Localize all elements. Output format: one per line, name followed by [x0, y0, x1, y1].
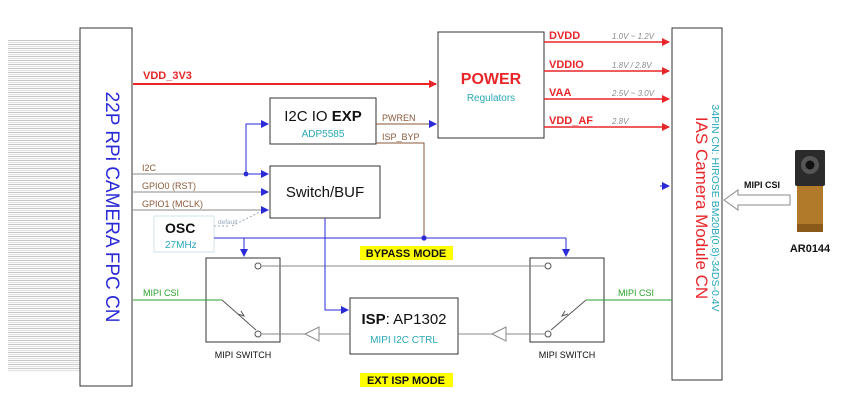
switch-to-isp-line — [324, 218, 349, 314]
io-expander-title: I2C IO EXP — [284, 108, 362, 125]
bypass-junction — [421, 235, 427, 241]
mipi-csi-left-label: MIPI CSI — [143, 288, 179, 298]
rail-name-vaa: VAA — [549, 87, 571, 99]
sensor-lens — [805, 160, 815, 170]
right-switch-to-isp-arrow — [490, 326, 507, 342]
gpio0-label: GPIO0 (RST) — [142, 181, 196, 191]
mipi-right-isp-contact — [544, 330, 552, 338]
ias-connector-title: IAS Camera Module CN — [692, 117, 711, 299]
osc-select-switch — [231, 211, 261, 227]
isp-subtitle: MIPI I2C CTRL — [370, 335, 438, 346]
gpio1-label: GPIO1 (MCLK) — [142, 199, 203, 209]
mipi-switch-left-label: MIPI SWITCH — [215, 350, 272, 360]
ext-isp-mode-label: EXT ISP MODE — [367, 375, 445, 387]
osc-default-tag: default — [218, 219, 238, 226]
rail-name-dvdd: DVDD — [549, 30, 580, 42]
bypass-mode-highlight — [360, 246, 453, 260]
isp-block — [349, 297, 459, 355]
isp-title-b: : AP1302 — [386, 311, 447, 328]
mipi-left-bypass-contact — [254, 262, 262, 270]
i2c-junction — [243, 171, 249, 177]
mipi-switch-right-label: MIPI SWITCH — [539, 350, 596, 360]
bypass-mode-label: BYPASS MODE — [366, 248, 446, 260]
mipi-csi-right-label: MIPI CSI — [618, 288, 654, 298]
io-expander-title-b: EXP — [332, 108, 362, 125]
rpi-connector — [79, 27, 133, 387]
isp-title-a: ISP — [361, 311, 385, 328]
mipi-right-bypass-contact — [544, 262, 552, 270]
power-subtitle: Regulators — [467, 93, 515, 104]
sensor-module — [795, 150, 825, 232]
mipi-right-blade-arrow — [560, 310, 569, 317]
mipi-left-isp-contact — [254, 330, 262, 338]
rail-name-vddio: VDDIO — [549, 59, 584, 71]
rail-range-dvdd: 1.0V ~ 1.2V — [612, 32, 655, 41]
rail-range-vdd-af: 2.8V — [611, 117, 629, 126]
fpc-ribbon — [8, 40, 80, 372]
i2c-to-ioexp-line — [245, 120, 269, 174]
io-expander-block — [269, 97, 377, 145]
mipi-left-blade-arrow — [237, 310, 246, 317]
isp-byp-line — [376, 142, 425, 238]
vdd-3v3-label: VDD_3V3 — [143, 70, 192, 82]
pwren-label: PWREN — [382, 113, 416, 123]
isp-to-left-arrow — [303, 326, 320, 342]
isp-title: ISP: AP1302 — [361, 311, 446, 328]
isp-byp-label: ISP_BYP — [382, 132, 420, 142]
i2c-label: I2C — [142, 163, 157, 173]
sensor-label: AR0144 — [790, 243, 831, 255]
ias-connector-subtitle: 34PIN CN: HIROSE BM20B(0.8)-34DS-0.4V — [709, 104, 721, 311]
rail-range-vddio: 1.8V / 2.8V — [612, 61, 652, 70]
sensor-mipi-arrow — [723, 189, 791, 211]
ext-isp-mode-highlight — [360, 373, 453, 387]
switch-buf-block — [269, 165, 381, 219]
ias-connector — [671, 27, 723, 381]
power-rails: DVDD 1.0V ~ 1.2V VDDIO 1.8V / 2.8V VAA 2… — [544, 30, 670, 131]
mipi-right-blade — [550, 299, 587, 331]
switch-buf-title: Switch/BUF — [286, 184, 364, 201]
io-expander-subtitle: ADP5585 — [302, 129, 345, 140]
io-expander-title-a: I2C IO — [284, 108, 332, 125]
sensor-flex-tail — [797, 224, 823, 232]
osc-title: OSC — [165, 220, 195, 236]
rail-range-vaa: 2.5V ~ 3.0V — [611, 89, 655, 98]
osc-subtitle: 27MHz — [165, 240, 197, 251]
osc-block — [153, 215, 215, 253]
mipi-left-blade — [221, 299, 257, 331]
power-block — [437, 31, 545, 139]
rail-name-vdd-af: VDD_AF — [549, 115, 593, 127]
sensor-mipi-label: MIPI CSI — [744, 180, 780, 190]
power-title: POWER — [461, 71, 522, 88]
rpi-connector-label: 22P RPi CAMERA FPC CN — [101, 92, 122, 323]
